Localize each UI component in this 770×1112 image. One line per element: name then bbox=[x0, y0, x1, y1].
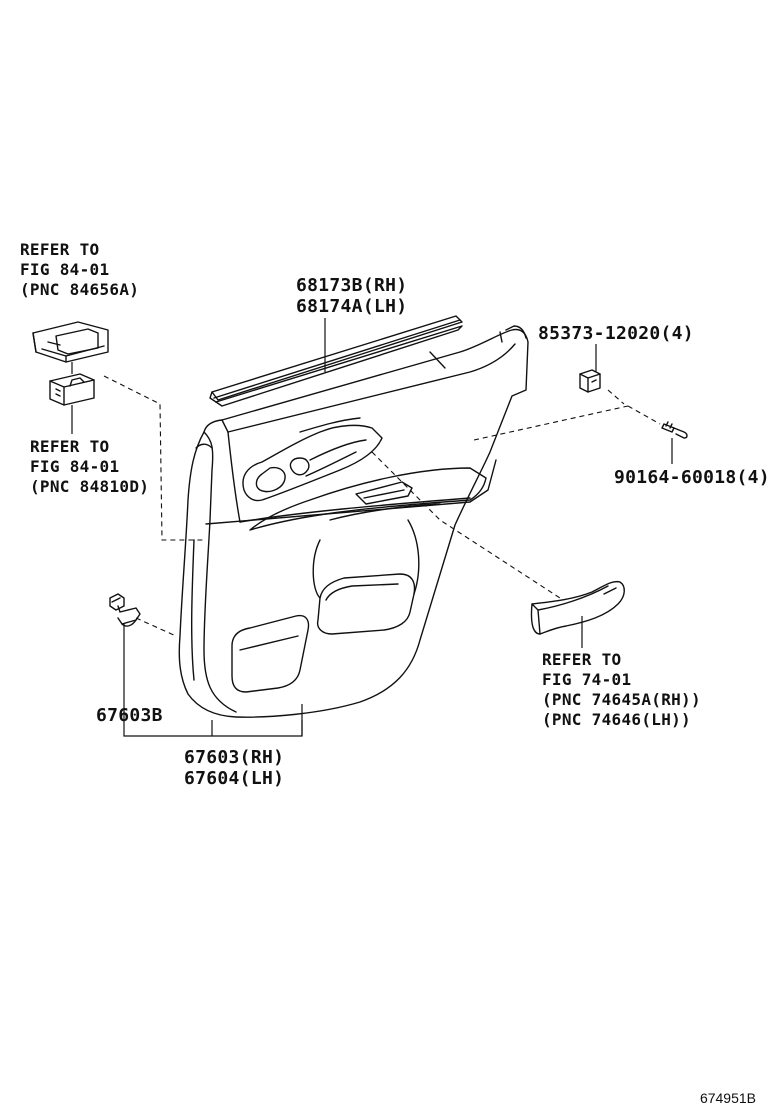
figure-id: 674951B bbox=[699, 1090, 756, 1106]
switch-lower-ref-line-2: FIG 84-01 bbox=[30, 457, 120, 476]
window-switch-part bbox=[49, 373, 95, 406]
switch-lower-ref-line-3: (PNC 84810D) bbox=[30, 477, 150, 496]
switch-upper-ref-line-2: FIG 84-01 bbox=[20, 260, 110, 279]
assembly-lines bbox=[103, 375, 661, 637]
handle-ref-line-4: (PNC 74646(LH)) bbox=[542, 710, 691, 729]
window-switch-bezel-part bbox=[32, 321, 109, 363]
weatherstrip-lh-part-number: 68174A(LH) bbox=[296, 296, 408, 317]
switch-lower-ref-line-1: REFER TO bbox=[30, 437, 110, 456]
handle-ref-line-3: (PNC 74645A(RH)) bbox=[542, 690, 701, 709]
leader-lines bbox=[71, 318, 673, 737]
trim-panel-rh-part-number: 67603(RH) bbox=[184, 747, 285, 768]
switch-upper-ref-line-1: REFER TO bbox=[20, 240, 100, 259]
trim-panel-lh-part-number: 67604(LH) bbox=[184, 768, 285, 789]
screw-part bbox=[661, 421, 688, 439]
switch-upper-ref-line-3: (PNC 84656A) bbox=[20, 280, 140, 299]
upper-clip-part bbox=[579, 369, 601, 393]
handle-ref-line-2: FIG 74-01 bbox=[542, 670, 632, 689]
weatherstrip-part bbox=[209, 315, 463, 407]
weatherstrip-rh-part-number: 68173B(RH) bbox=[296, 275, 408, 296]
door-trim-panel-part bbox=[178, 325, 529, 718]
lower-clip-part-number: 67603B bbox=[96, 705, 163, 726]
upper-clip-part-number: 85373-12020(4) bbox=[538, 323, 694, 344]
screw-part-number: 90164-60018(4) bbox=[614, 467, 770, 488]
lower-clip-part bbox=[109, 593, 141, 627]
inside-handle-part bbox=[530, 580, 625, 635]
handle-ref-line-1: REFER TO bbox=[542, 650, 622, 669]
